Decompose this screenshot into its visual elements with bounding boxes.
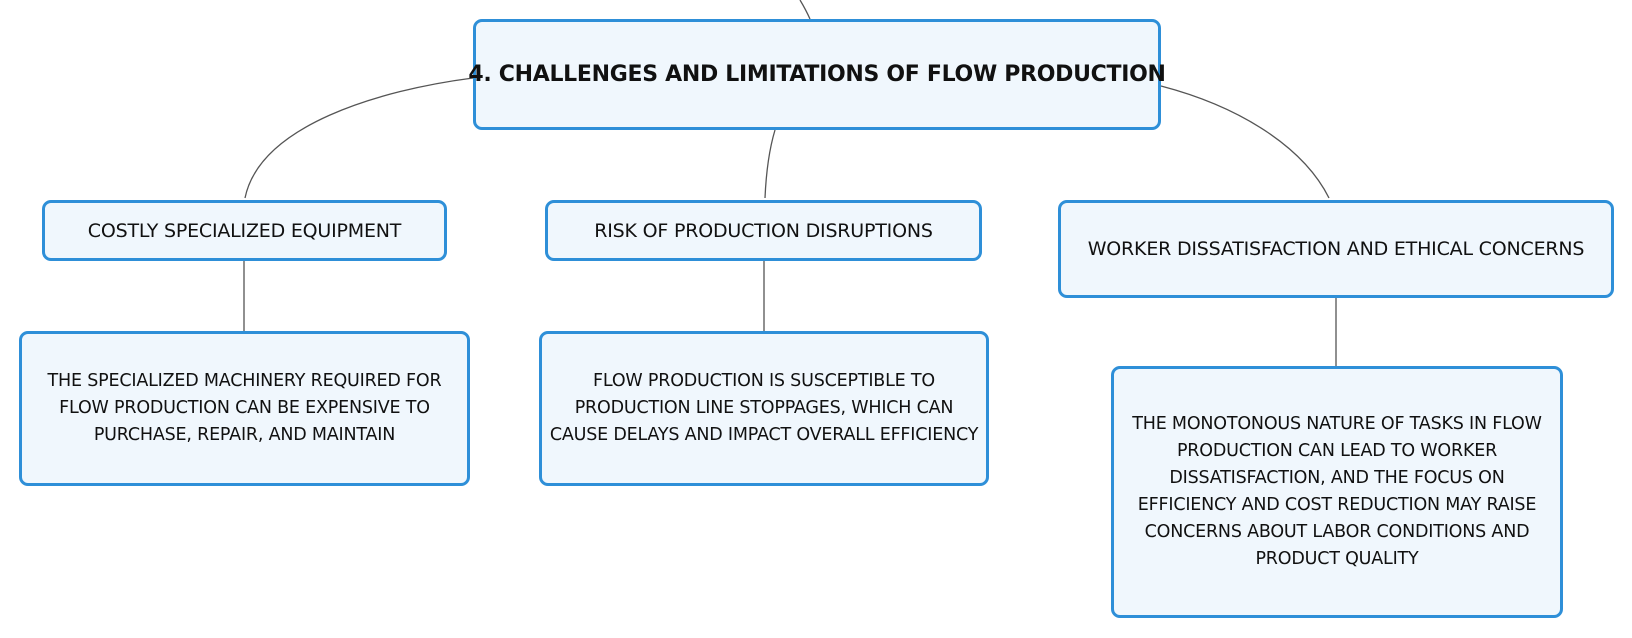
branch-node-costly-equipment[interactable]: COSTLY SPECIALIZED EQUIPMENT	[42, 200, 447, 261]
detail-node-worker-dissatisfaction[interactable]: THE MONOTONOUS NATURE OF TASKS IN FLOW P…	[1111, 366, 1563, 618]
detail-text: FLOW PRODUCTION IS SUSCEPTIBLE TO PRODUC…	[549, 371, 979, 445]
root-topic-node[interactable]: 4. CHALLENGES AND LIMITATIONS OF FLOW PR…	[468, 19, 1166, 130]
detail-node-production-disruptions[interactable]: FLOW PRODUCTION IS SUSCEPTIBLE TO PRODUC…	[539, 331, 989, 486]
connector-root-to-branch-3	[1160, 85, 1330, 199]
branch-title: COSTLY SPECIALIZED EQUIPMENT	[87, 219, 402, 242]
branch-node-worker-dissatisfaction[interactable]: WORKER DISSATISFACTION AND ETHICAL CONCE…	[1058, 200, 1614, 298]
connector-root-to-branch-1	[244, 77, 474, 199]
branch-title: RISK OF PRODUCTION DISRUPTIONS	[594, 219, 933, 242]
branch-title: WORKER DISSATISFACTION AND ETHICAL CONCE…	[1087, 238, 1585, 260]
branch-node-production-disruptions[interactable]: RISK OF PRODUCTION DISRUPTIONS	[545, 200, 982, 261]
detail-node-costly-equipment[interactable]: THE SPECIALIZED MACHINERY REQUIRED FOR F…	[19, 331, 470, 486]
detail-text: THE MONOTONOUS NATURE OF TASKS IN FLOW P…	[1132, 414, 1542, 569]
connector-parent-to-root	[799, 0, 811, 20]
detail-text: THE SPECIALIZED MACHINERY REQUIRED FOR F…	[47, 371, 442, 445]
root-topic-title: 4. CHALLENGES AND LIMITATIONS OF FLOW PR…	[468, 62, 1166, 87]
connector-root-to-branch-2	[764, 129, 776, 199]
